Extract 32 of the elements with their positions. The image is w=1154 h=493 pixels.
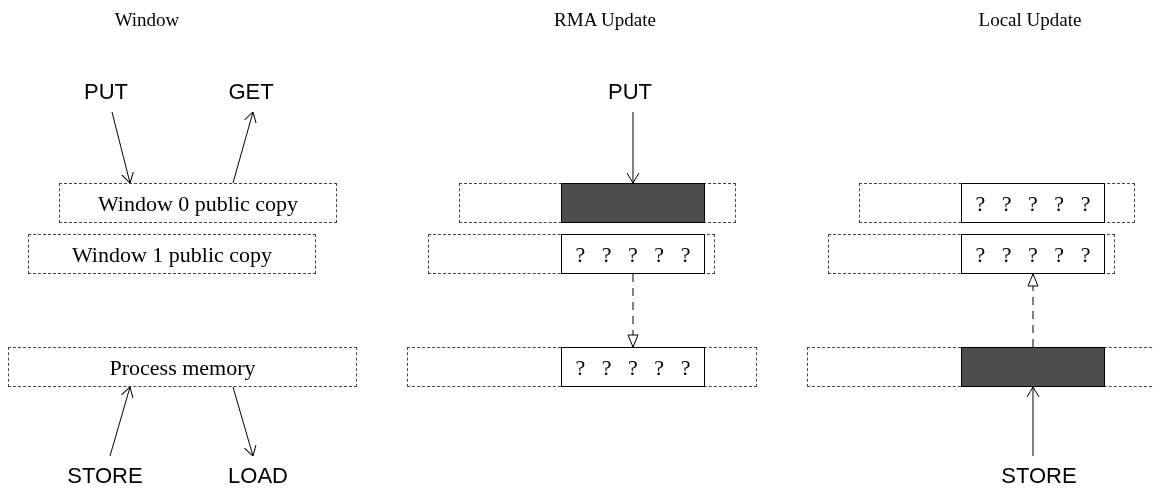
operation-label: GET	[221, 78, 281, 106]
dashed-memory-band: Window 1 public copy	[28, 234, 316, 274]
dashed-memory-band: Process memory	[8, 347, 357, 387]
panel-title: RMA Update	[554, 8, 656, 32]
arrow	[232, 111, 257, 184]
arrow	[1027, 273, 1039, 348]
operation-label: LOAD	[216, 462, 300, 490]
panel-title: Window	[114, 8, 180, 32]
unknown-values-cell: ? ? ? ? ?	[961, 234, 1105, 274]
panel-title: Local Update	[978, 8, 1082, 32]
dashed-memory-band	[828, 234, 1115, 274]
dashed-memory-band	[407, 347, 757, 387]
dashed-memory-band	[807, 347, 1154, 387]
operation-label: STORE	[990, 462, 1088, 490]
arrow	[626, 111, 640, 184]
arrow	[111, 111, 134, 184]
operation-label: PUT	[78, 78, 134, 106]
unknown-values-cell: ? ? ? ? ?	[961, 183, 1105, 223]
dashed-memory-band: Window 0 public copy	[59, 183, 337, 223]
unknown-values-cell: ? ? ? ? ?	[561, 234, 705, 274]
unknown-values-cell: ? ? ? ? ?	[561, 347, 705, 387]
dashed-memory-band	[459, 183, 736, 223]
dashed-memory-band	[859, 183, 1135, 223]
arrow	[1026, 386, 1040, 457]
arrow	[627, 273, 639, 348]
dashed-memory-band	[428, 234, 715, 274]
filled-block	[961, 347, 1105, 387]
arrow	[109, 386, 134, 457]
filled-block	[561, 183, 705, 223]
operation-label: STORE	[56, 462, 154, 490]
operation-label: PUT	[601, 78, 659, 106]
arrow	[232, 386, 257, 457]
